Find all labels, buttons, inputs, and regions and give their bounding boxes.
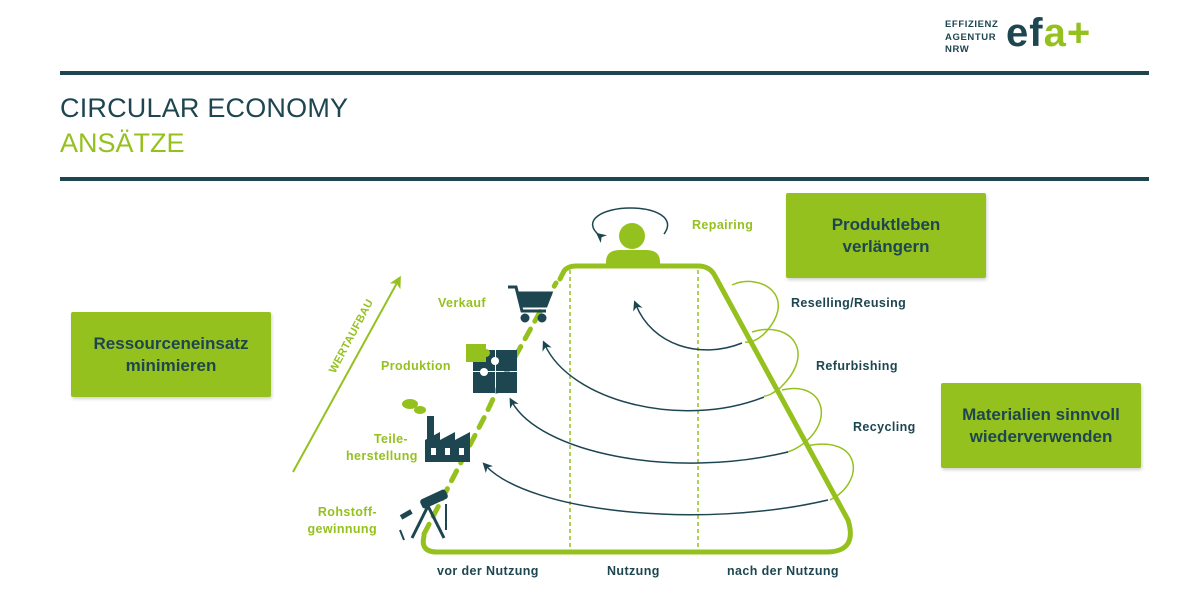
phase-label-nutzung: Nutzung (607, 564, 660, 578)
label-refurbishing: Refurbishing (816, 359, 898, 373)
label-repairing: Repairing (692, 218, 754, 232)
value-chain-dashed-line (421, 280, 559, 537)
return-arrow-outer (482, 462, 829, 516)
puzzle-icon (466, 344, 517, 393)
logo-mark-a: a+ (1043, 11, 1092, 55)
lifecycle-outline (420, 263, 853, 555)
loop-refurbishing (751, 328, 799, 397)
return-arrow-reselling (633, 300, 743, 351)
loop-reselling (731, 280, 779, 343)
label-reselling: Reselling/Reusing (791, 296, 907, 310)
label-produktion: Produktion (381, 359, 451, 373)
return-arrow-refurbishing (542, 340, 765, 412)
header-rule-bottom (60, 177, 1149, 181)
page-title: CIRCULAR ECONOMY (60, 93, 349, 123)
box-ressourceneinsatz: Ressourceneinsatz minimieren (71, 312, 271, 397)
label-verkauf: Verkauf (438, 296, 486, 310)
phase-label-vor: vor der Nutzung (437, 564, 539, 578)
label-recycling: Recycling (853, 420, 916, 434)
logo-mark: efa+ (1006, 12, 1091, 54)
oil-pump-icon (399, 489, 448, 541)
wertaufbau-arrow (292, 275, 401, 473)
user-icon (606, 223, 660, 268)
box-produktleben: Produktleben verlängern (786, 193, 986, 278)
loop-outer (805, 443, 854, 501)
box-materialien: Materialien sinnvoll wiederverwenden (941, 383, 1141, 468)
shopping-cart-icon (508, 285, 554, 323)
repairing-arrow (591, 207, 669, 244)
label-rohstoffgewinnung: Rohstoff- gewinnung (307, 505, 377, 536)
phase-label-nach: nach der Nutzung (727, 564, 839, 578)
logo-mark-ef: ef (1006, 11, 1044, 55)
header-rule-top (60, 71, 1149, 75)
logo-text: EFFIZIENZ AGENTUR NRW (945, 19, 999, 55)
label-teileherstellung: Teile- herstellung (346, 432, 418, 463)
loop-recycling (781, 387, 823, 453)
page-subtitle: ANSÄTZE (60, 128, 185, 158)
return-arrow-recycling (509, 397, 789, 464)
factory-icon (402, 399, 470, 462)
